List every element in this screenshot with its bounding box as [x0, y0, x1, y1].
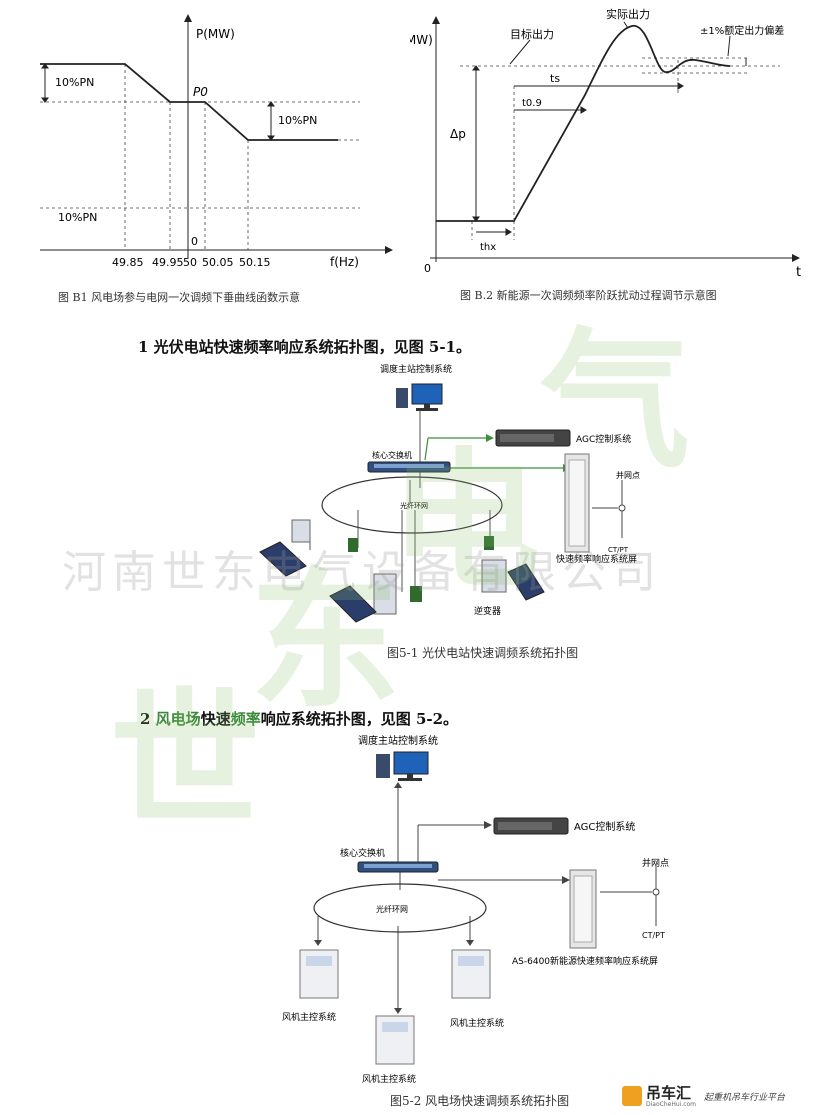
b2-x-label: t — [796, 265, 801, 280]
wind-agc-label: AGC控制系统 — [574, 820, 635, 833]
site-logo[interactable]: 吊车汇 DiaoCheHui.com 起重机吊车行业平台 — [622, 1082, 814, 1112]
pv-dispatch-label: 调度主站控制系统 — [380, 363, 452, 375]
figure-5-1-pv-topology: 调度主站控制系统 AGC控制系统 核心交换机 光纤环网 并网点 CT/PT 快速… — [259, 363, 640, 623]
section2-heading-highlight-1: 风电场 — [155, 710, 201, 728]
watermark-char: 世 — [110, 675, 261, 849]
logo-url: DiaoCheHui.com — [646, 1101, 697, 1108]
section2-heading: 2 风电场快速频率响应系统拓扑图，见图 5-2。 — [140, 708, 458, 729]
pv-grid-point-label: 并网点 — [616, 470, 640, 480]
b1-y-label: P(MW) — [196, 27, 235, 41]
pv-inverter-left-icon — [259, 519, 311, 577]
figure-b2-step-response: P(MW) 目标出力 实际出力 ±1%额定出力偏差 ts t0.9 Δp thx… — [410, 7, 801, 280]
b2-origin: 0 — [424, 262, 431, 275]
wind-dispatch-label: 调度主站控制系统 — [358, 734, 438, 747]
b1-p0-label: P0 — [193, 85, 208, 99]
wind-controller-left-icon — [299, 949, 339, 999]
b1-y-arrow — [184, 14, 192, 22]
figure-5-1-caption: 图5-1 光伏电站快速调频系统拓扑图 — [387, 646, 579, 660]
pv-core-switch-label: 核心交换机 — [372, 450, 412, 460]
b1-x-label: f(Hz) — [330, 255, 359, 269]
section2-heading-highlight-2: 频率 — [230, 710, 261, 728]
pv-inverter-right-icon — [481, 536, 545, 601]
crane-icon — [622, 1086, 642, 1106]
b1-origin: 0 — [191, 235, 198, 248]
pv-core-switch-icon — [367, 461, 451, 473]
figure-5-2-wind-topology: 调度主站控制系统 AGC控制系统 核心交换机 光纤环网 并网点 CT/PT AS… — [282, 734, 669, 1085]
watermark-char: 东 — [250, 555, 401, 729]
pv-fiber-ring — [321, 476, 503, 534]
pv-ffr-label: 快速频率响应系统屏 — [556, 553, 637, 565]
wind-controller-left-label: 风机主控系统 — [282, 1011, 336, 1023]
b1-tick-label: 50.15 — [239, 256, 271, 269]
pv-dispatch-pc-icon — [396, 383, 443, 411]
wind-ffr-label: AS-6400新能源快速频率响应系统屏 — [512, 955, 658, 967]
b1-droop-line — [40, 63, 338, 141]
b2-caption: 图 B.2 新能源一次调频频率阶跃扰动过程调节示意图 — [460, 289, 717, 302]
pv-inverter-label: 逆变器 — [474, 605, 501, 617]
wind-ring-label: 光纤环网 — [376, 904, 408, 914]
b2-response-curve — [436, 25, 731, 222]
b2-ts-label: ts — [550, 72, 560, 85]
wind-controller-bottom-label: 风机主控系统 — [362, 1073, 416, 1085]
b1-tick-label: 50.05 — [202, 256, 234, 269]
wind-controller-right-icon — [451, 949, 491, 999]
b2-t09-label: t0.9 — [522, 98, 542, 109]
pv-inverter-bottom-icon — [329, 573, 422, 623]
pv-agc-label: AGC控制系统 — [576, 433, 631, 445]
wind-grid-point-label: 并网点 — [642, 857, 669, 869]
pv-ctpt-label: CT/PT — [608, 546, 629, 554]
b1-ann-right: 10%PN — [278, 114, 317, 127]
wind-agc-server-icon — [493, 817, 569, 835]
b1-ann-left-top: 10%PN — [55, 76, 94, 89]
wind-fiber-ring — [313, 883, 487, 933]
b2-deviation-label: ±1%额定出力偏差 — [700, 24, 784, 37]
section2-heading-tail: 响应系统拓扑图，见图 5-2。 — [260, 710, 459, 728]
watermark-char: 气 — [540, 315, 691, 489]
section2-number: 2 — [140, 710, 151, 728]
b1-tick-label: 49.95 — [152, 256, 184, 269]
section1-number: 1 — [138, 338, 149, 356]
wind-core-switch-label: 核心交换机 — [340, 847, 385, 859]
section1-heading-text: 光伏电站快速频率响应系统拓扑图，见图 5-1。 — [153, 338, 471, 356]
wind-controller-bottom-icon — [375, 1015, 415, 1065]
b1-ann-left-bottom: 10%PN — [58, 211, 97, 224]
figure-5-2-caption: 图5-2 风电场快速调频系统拓扑图 — [390, 1094, 570, 1108]
b1-x-arrow — [385, 246, 393, 254]
section2-heading-mid: 快速 — [200, 710, 231, 728]
wind-ffr-cabinet-icon — [569, 869, 597, 949]
b2-x-arrow — [792, 254, 800, 262]
b2-y-arrow — [432, 16, 440, 24]
b1-tick-label: 50 — [183, 256, 197, 269]
b1-tick-label: 49.85 — [112, 256, 144, 269]
b1-caption: 图 B1 风电场参与电网一次调频下垂曲线函数示意 — [58, 291, 301, 304]
company-watermark: 河南世东电气设备有限公司 — [62, 547, 662, 598]
watermark-char: 电 — [390, 435, 541, 609]
pv-grid-point-icon — [592, 480, 626, 538]
b2-target-label: 目标出力 — [510, 27, 554, 41]
section1-heading: 1 光伏电站快速频率响应系统拓扑图，见图 5-1。 — [138, 336, 471, 357]
pv-inverter-mid-icon — [348, 538, 358, 552]
wind-ctpt-label: CT/PT — [642, 931, 665, 940]
logo-slogan: 起重机吊车行业平台 — [704, 1093, 786, 1103]
wind-core-switch-icon — [357, 861, 439, 873]
b2-thx-label: thx — [480, 242, 496, 253]
figure-b1-droop-curve: P(MW) P0 10%PN 10%PN 10%PN 0 49.85 49.95… — [40, 14, 393, 269]
pv-ring-label: 光纤环网 — [400, 501, 428, 510]
b2-y-label: P(MW) — [410, 33, 433, 47]
logo-name: 吊车汇 — [646, 1084, 692, 1102]
wind-grid-point-icon — [600, 864, 660, 926]
wind-dispatch-pc-icon — [376, 751, 429, 781]
b2-actual-label: 实际出力 — [606, 7, 650, 21]
pv-agc-server-icon — [495, 429, 571, 447]
b2-delta-p-label: Δp — [450, 127, 466, 141]
wind-controller-right-label: 风机主控系统 — [450, 1017, 504, 1029]
pv-ffr-cabinet-icon — [564, 453, 590, 553]
